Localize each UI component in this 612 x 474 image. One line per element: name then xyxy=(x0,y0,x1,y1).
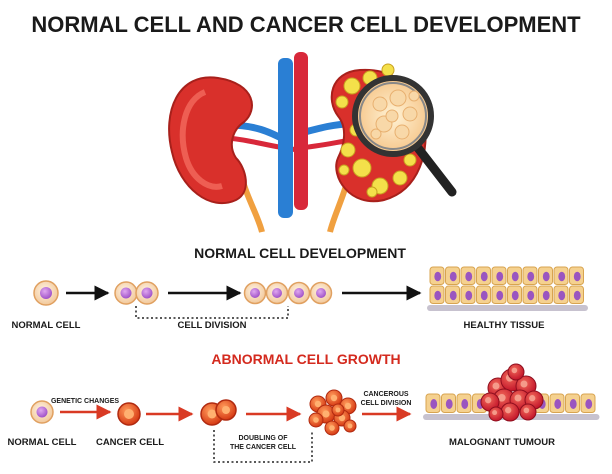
tissue-nucleus xyxy=(430,399,438,409)
malignant-tumour-tissue xyxy=(423,363,600,422)
kidney-illustration xyxy=(168,52,457,233)
lens-cell xyxy=(389,89,407,107)
cancer-cell-label: CANCER CELL xyxy=(96,437,164,448)
tissue-nucleus xyxy=(573,290,581,301)
tissue-nucleus xyxy=(511,290,519,301)
left-renal-artery xyxy=(227,135,301,153)
fat-deposit xyxy=(403,153,417,167)
tissue-nucleus xyxy=(465,271,473,282)
lens-cell xyxy=(402,106,418,122)
cancer-cell xyxy=(117,402,141,426)
magnifying-glass-icon xyxy=(352,75,457,197)
healthy-tissue xyxy=(427,266,588,311)
lens-cell xyxy=(372,96,388,112)
tissue-nucleus xyxy=(554,399,562,409)
tissue-nucleus xyxy=(449,290,457,301)
lens-cell xyxy=(394,124,410,140)
tissue-membrane xyxy=(427,305,588,311)
abnormal-row: GENETIC CHANGES CANCEROUS CELL DIVISION … xyxy=(8,363,600,463)
abnormal-normal-cell xyxy=(30,400,54,424)
vena-cava xyxy=(278,58,293,218)
abnormal-normal-cell-label: NORMAL CELL xyxy=(8,437,77,448)
tissue-nucleus xyxy=(449,271,457,282)
abnormal-section-heading: ABNORMAL CELL GROWTH xyxy=(211,351,400,367)
tissue-nucleus xyxy=(527,271,535,282)
doubling-label-line1: DOUBLING OF xyxy=(239,435,289,442)
fat-deposit xyxy=(340,142,356,158)
tissue-nucleus xyxy=(527,290,535,301)
healthy-tissue-label: HEALTHY TISSUE xyxy=(464,320,545,331)
tissue-nucleus xyxy=(496,271,504,282)
page-title: NORMAL CELL AND CANCER CELL DEVELOPMENT xyxy=(31,12,581,37)
fat-deposit xyxy=(338,164,350,176)
tissue-nucleus xyxy=(542,290,550,301)
cancerous-label-line1: CANCEROUS xyxy=(363,391,408,398)
fat-deposit xyxy=(366,186,378,198)
tissue-nucleus xyxy=(558,290,566,301)
tissue-nucleus xyxy=(585,399,593,409)
tissue-nucleus xyxy=(558,271,566,282)
tissue-nucleus xyxy=(434,271,442,282)
tissue-nucleus xyxy=(573,271,581,282)
cancerous-label-line2: CELL DIVISION xyxy=(361,400,412,407)
doubling-bracket xyxy=(213,430,313,463)
tissue-nucleus xyxy=(511,271,519,282)
tissue-nucleus xyxy=(465,290,473,301)
lens-cell xyxy=(408,90,420,102)
lens-cell xyxy=(370,128,382,140)
cancer-cell-cluster xyxy=(308,389,357,436)
tissue-nucleus xyxy=(542,271,550,282)
tissue-nucleus xyxy=(496,290,504,301)
tissue-nucleus xyxy=(480,271,488,282)
cell-division-bracket xyxy=(135,306,289,319)
cell-division-label: CELL DIVISION xyxy=(178,320,247,331)
normal-section-heading: NORMAL CELL DEVELOPMENT xyxy=(194,245,406,261)
malignant-tumour-label: MALOGNANT TUMOUR xyxy=(449,437,555,448)
fat-deposit xyxy=(343,77,361,95)
tumor-fat-deposits xyxy=(335,63,417,198)
normal-cells-four xyxy=(243,281,333,305)
normal-row: NORMAL CELL CELL DIVISION HEALTHY TISSUE xyxy=(12,266,588,331)
genetic-changes-label: GENETIC CHANGES xyxy=(51,398,119,405)
tissue-nucleus xyxy=(445,399,453,409)
tissue-nucleus xyxy=(434,290,442,301)
aorta xyxy=(294,52,308,210)
tissue-nucleus xyxy=(569,399,577,409)
normal-cells-pair xyxy=(114,281,159,305)
tissue-nucleus xyxy=(461,399,469,409)
normal-cell-single xyxy=(33,280,59,306)
doubling-label-line2: THE CANCER CELL xyxy=(230,444,297,451)
tissue-nucleus xyxy=(480,290,488,301)
fat-deposit xyxy=(381,63,395,77)
fat-deposit xyxy=(335,95,349,109)
doubled-cancer-cells xyxy=(200,399,237,426)
lens-cell xyxy=(385,109,399,123)
fat-deposit xyxy=(392,170,408,186)
fat-deposit xyxy=(352,158,372,178)
normal-cell-label: NORMAL CELL xyxy=(12,320,81,331)
